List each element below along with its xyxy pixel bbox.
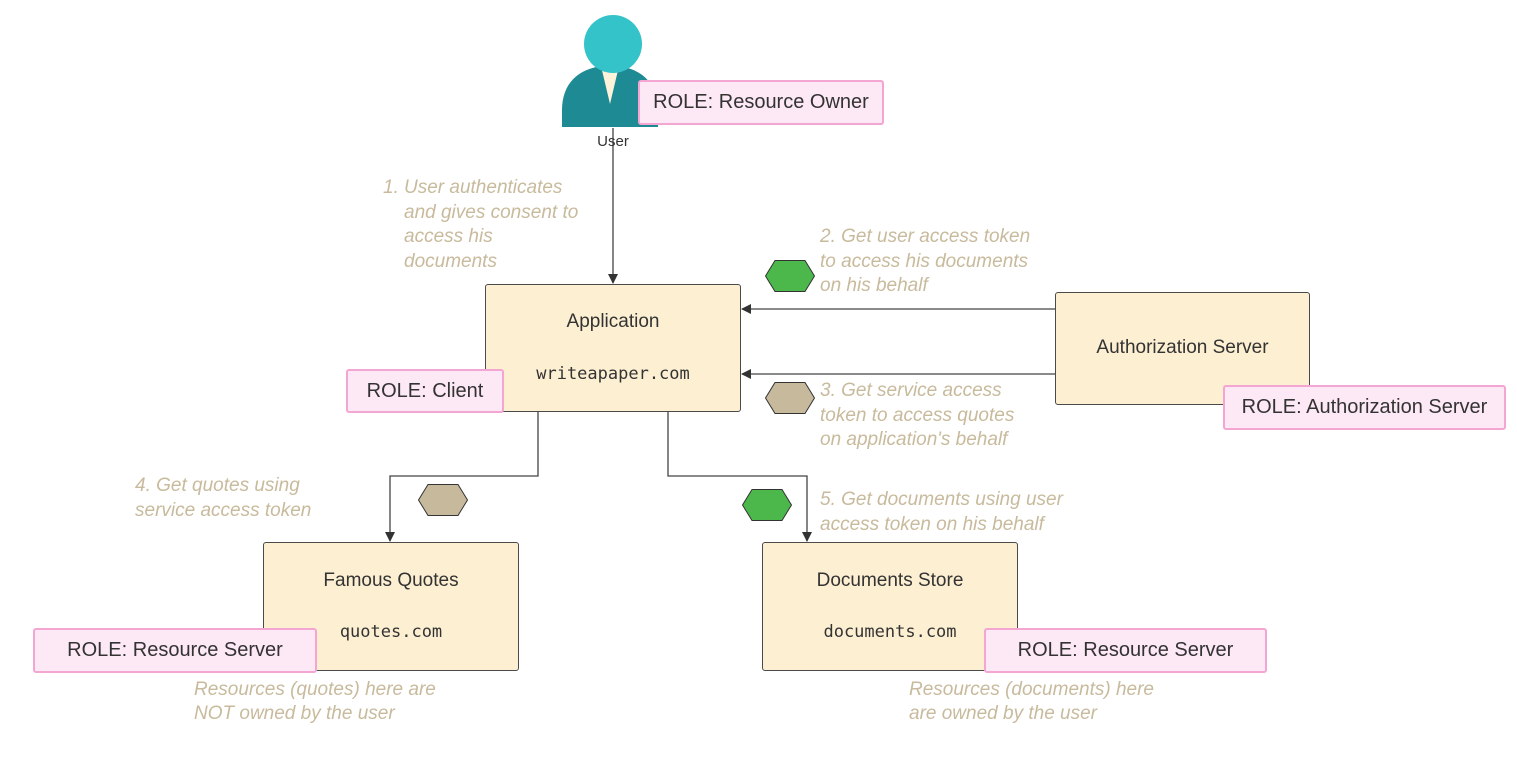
step-1-number: 1. xyxy=(383,177,399,198)
step-3-number: 3. xyxy=(820,380,836,401)
step-5-text: Get documents using user xyxy=(841,489,1063,510)
step-2-note: 2. Get user access token to access his d… xyxy=(820,225,1030,299)
documents-store-title: Documents Store xyxy=(816,570,964,591)
caption-line: Resources (quotes) here are xyxy=(194,679,436,700)
user-token-marker xyxy=(741,489,793,521)
step-1-line: access his xyxy=(404,226,493,247)
caption-line: Resources (documents) here xyxy=(909,679,1154,700)
role-resource-server-quotes: ROLE: Resource Server xyxy=(33,628,317,673)
documents-ownership-caption: Resources (documents) here are owned by … xyxy=(909,678,1154,726)
step-5-line: 5. Get documents using user xyxy=(820,488,1063,513)
step-3-line: 3. Get service access xyxy=(820,379,1014,404)
step-1-line: documents xyxy=(404,250,497,272)
role-resource-owner: ROLE: Resource Owner xyxy=(638,80,884,125)
edge-application-to-quotes xyxy=(385,412,539,542)
step-2-text: Get user access token xyxy=(841,226,1031,247)
documents-store-domain: documents.com xyxy=(823,622,957,642)
step-1-line: and gives consent to xyxy=(404,201,579,223)
user-token-marker xyxy=(764,260,816,292)
authorization-server-title: Authorization Server xyxy=(1096,337,1269,358)
step-3-text: Get service access xyxy=(841,380,1002,401)
application-box: Application writeapaper.com xyxy=(485,284,741,412)
step-4-note: 4. Get quotes using service access token xyxy=(135,474,311,523)
famous-quotes-domain: quotes.com xyxy=(339,622,443,642)
caption-line: NOT owned by the user xyxy=(194,703,395,724)
step-2-line: on his behalf xyxy=(820,275,928,296)
step-3-line: token to access quotes xyxy=(820,404,1015,426)
user-label: User xyxy=(597,133,629,150)
application-domain: writeapaper.com xyxy=(536,364,690,384)
step-4-line: 4. Get quotes using xyxy=(135,474,311,499)
famous-quotes-title: Famous Quotes xyxy=(323,570,459,591)
role-authorization-server: ROLE: Authorization Server xyxy=(1223,385,1506,430)
step-2-line: 2. Get user access token xyxy=(820,225,1030,250)
application-title: Application xyxy=(566,311,660,332)
step-1-line: User authenticates xyxy=(404,177,563,198)
role-client: ROLE: Client xyxy=(346,369,504,413)
step-5-note: 5. Get documents using user access token… xyxy=(820,488,1063,537)
step-4-number: 4. xyxy=(135,475,151,496)
step-5-number: 5. xyxy=(820,489,836,510)
step-4-text: Get quotes using xyxy=(156,475,300,496)
step-2-number: 2. xyxy=(820,226,836,247)
step-3-line: on application's behalf xyxy=(820,429,1008,450)
step-5-line: access token on his behalf xyxy=(820,513,1044,535)
service-token-marker xyxy=(417,484,469,516)
step-4-line: service access token xyxy=(135,499,312,521)
user-person-icon xyxy=(562,15,658,127)
documents-store-box: Documents Store documents.com xyxy=(762,542,1018,671)
step-3-note: 3. Get service access token to access qu… xyxy=(820,379,1014,453)
step-2-line: to access his documents xyxy=(820,250,1029,272)
service-token-marker xyxy=(764,382,816,414)
step-1-note: 1. User authenticates and gives consent … xyxy=(383,176,578,274)
quotes-ownership-caption: Resources (quotes) here are NOT owned by… xyxy=(194,678,436,726)
role-resource-server-documents: ROLE: Resource Server xyxy=(984,628,1267,673)
edge-application-to-documents xyxy=(667,412,812,542)
caption-line: are owned by the user xyxy=(909,703,1098,724)
